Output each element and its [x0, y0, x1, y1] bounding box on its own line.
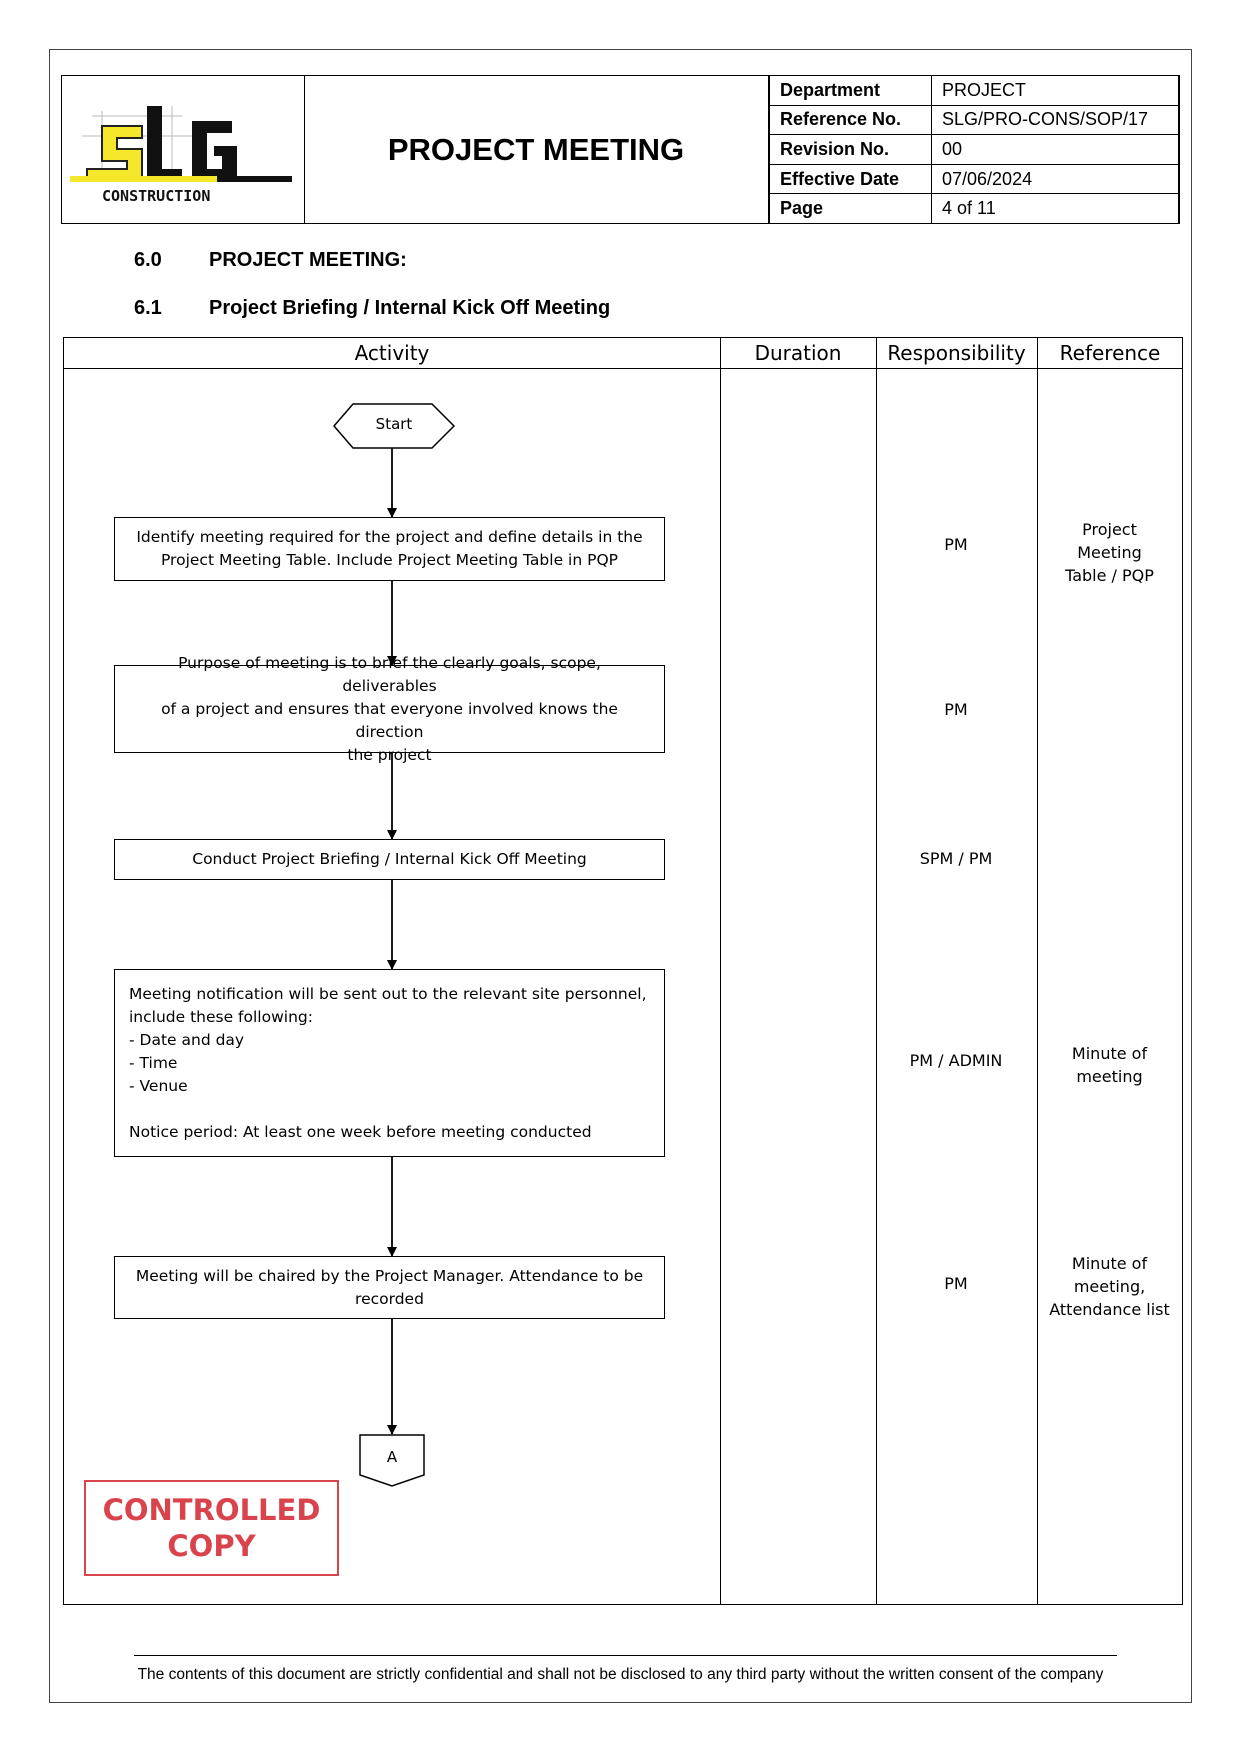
- subsection-number: 6.1: [134, 297, 162, 319]
- column-divider: [1037, 338, 1038, 1604]
- column-header-responsibility: Responsibility: [887, 341, 1026, 365]
- info-label: Department: [769, 75, 932, 106]
- step-text-line: Meeting notification will be sent out to…: [129, 984, 647, 1003]
- info-row-effective-date: Effective Date 07/06/2024: [769, 163, 1180, 195]
- step-text-line: Meeting will be chaired by the Project M…: [135, 1266, 644, 1285]
- step-text-line: the project: [347, 745, 432, 764]
- info-row-reference: Reference No. SLG/PRO-CONS/SOP/17: [769, 104, 1180, 136]
- reference-line: meeting: [1076, 1067, 1143, 1086]
- step-text-line: - Venue: [129, 1076, 188, 1095]
- step-text-line: - Date and day: [129, 1030, 245, 1049]
- info-value: 4 of 11: [931, 193, 1180, 224]
- reference-cell: Project Meeting Table / PQP: [1037, 518, 1182, 587]
- reference-cell: Minute of meeting: [1037, 1042, 1182, 1088]
- column-divider: [720, 338, 721, 1604]
- reference-line: Minute of: [1071, 1044, 1148, 1063]
- logo-subtext: CONSTRUCTION: [102, 187, 210, 205]
- process-step-notification: Meeting notification will be sent out to…: [114, 969, 665, 1157]
- responsibility-cell: SPM / PM: [919, 849, 993, 868]
- reference-line: meeting,: [1073, 1277, 1146, 1296]
- reference-line: Project: [1082, 520, 1137, 539]
- stamp-line: CONTROLLED: [102, 1493, 321, 1527]
- reference-line: Attendance list: [1049, 1300, 1170, 1319]
- column-divider: [876, 338, 877, 1604]
- reference-line: Meeting: [1077, 543, 1142, 562]
- controlled-copy-stamp: CONTROLLED COPY: [84, 1480, 339, 1576]
- off-page-connector: [359, 1434, 425, 1487]
- info-value: 00: [931, 134, 1180, 165]
- info-label: Page: [769, 193, 932, 224]
- step-text-line: Identify meeting required for the projec…: [136, 528, 643, 546]
- start-terminator: [333, 403, 456, 449]
- info-row-page: Page 4 of 11: [769, 193, 1180, 224]
- responsibility-cell: PM / ADMIN: [909, 1051, 1003, 1070]
- document-info-table: Department PROJECT Reference No. SLG/PRO…: [769, 75, 1180, 224]
- step-text-line: Purpose of meeting is to brief the clear…: [178, 653, 601, 695]
- header-divider: [64, 368, 1182, 369]
- confidentiality-notice: The contents of this document are strict…: [137, 1666, 1104, 1683]
- responsibility-cell: PM: [944, 1274, 968, 1293]
- info-value: 07/06/2024: [931, 163, 1180, 195]
- section-number: 6.0: [134, 249, 162, 271]
- process-step-purpose: Purpose of meeting is to brief the clear…: [114, 654, 665, 764]
- process-step-chair-meeting: Meeting will be chaired by the Project M…: [114, 1256, 665, 1319]
- column-header-activity: Activity: [354, 341, 430, 365]
- step-text-line: Notice period: At least one week before …: [129, 1122, 592, 1141]
- connector-label: A: [386, 1448, 398, 1466]
- info-label: Reference No.: [769, 104, 932, 136]
- procedure-table: Activity Duration Responsibility Referen…: [63, 337, 1183, 1605]
- section-title: PROJECT MEETING:: [209, 249, 407, 271]
- page-border: [49, 49, 1192, 1703]
- subsection-title: Project Briefing / Internal Kick Off Mee…: [209, 297, 611, 319]
- info-value: SLG/PRO-CONS/SOP/17: [931, 104, 1180, 136]
- process-step-conduct-briefing: Conduct Project Briefing / Internal Kick…: [114, 839, 665, 880]
- company-logo: CONSTRUCTION: [62, 76, 305, 223]
- reference-cell: Minute of meeting, Attendance list: [1037, 1252, 1182, 1321]
- column-header-reference: Reference: [1059, 341, 1161, 365]
- responsibility-cell: PM: [944, 700, 968, 719]
- document-title: PROJECT MEETING: [304, 76, 769, 223]
- step-text-line: recorded: [355, 1289, 424, 1308]
- step-text-line: of a project and ensures that everyone i…: [161, 699, 618, 741]
- step-text-line: - Time: [129, 1053, 178, 1072]
- step-text-line: Project Meeting Table. Include Project M…: [160, 551, 618, 569]
- process-step-identify: Identify meeting required for the projec…: [114, 517, 665, 581]
- step-text-line: include these following:: [129, 1007, 313, 1026]
- stamp-line: COPY: [167, 1529, 256, 1563]
- step-text-line: [129, 1098, 647, 1121]
- reference-line: Minute of: [1071, 1254, 1148, 1273]
- info-label: Effective Date: [769, 163, 932, 195]
- column-header-duration: Duration: [754, 341, 842, 365]
- document-header: CONSTRUCTION PROJECT MEETING Department …: [61, 75, 1180, 224]
- step-text-line: Conduct Project Briefing / Internal Kick…: [192, 850, 587, 868]
- footer-divider: [134, 1655, 1117, 1656]
- slg-logo-icon: CONSTRUCTION: [70, 106, 292, 205]
- reference-line: Table / PQP: [1065, 566, 1154, 585]
- start-label: Start: [375, 415, 413, 433]
- info-row-revision: Revision No. 00: [769, 134, 1180, 165]
- info-row-department: Department PROJECT: [769, 75, 1180, 106]
- responsibility-cell: PM: [944, 535, 968, 554]
